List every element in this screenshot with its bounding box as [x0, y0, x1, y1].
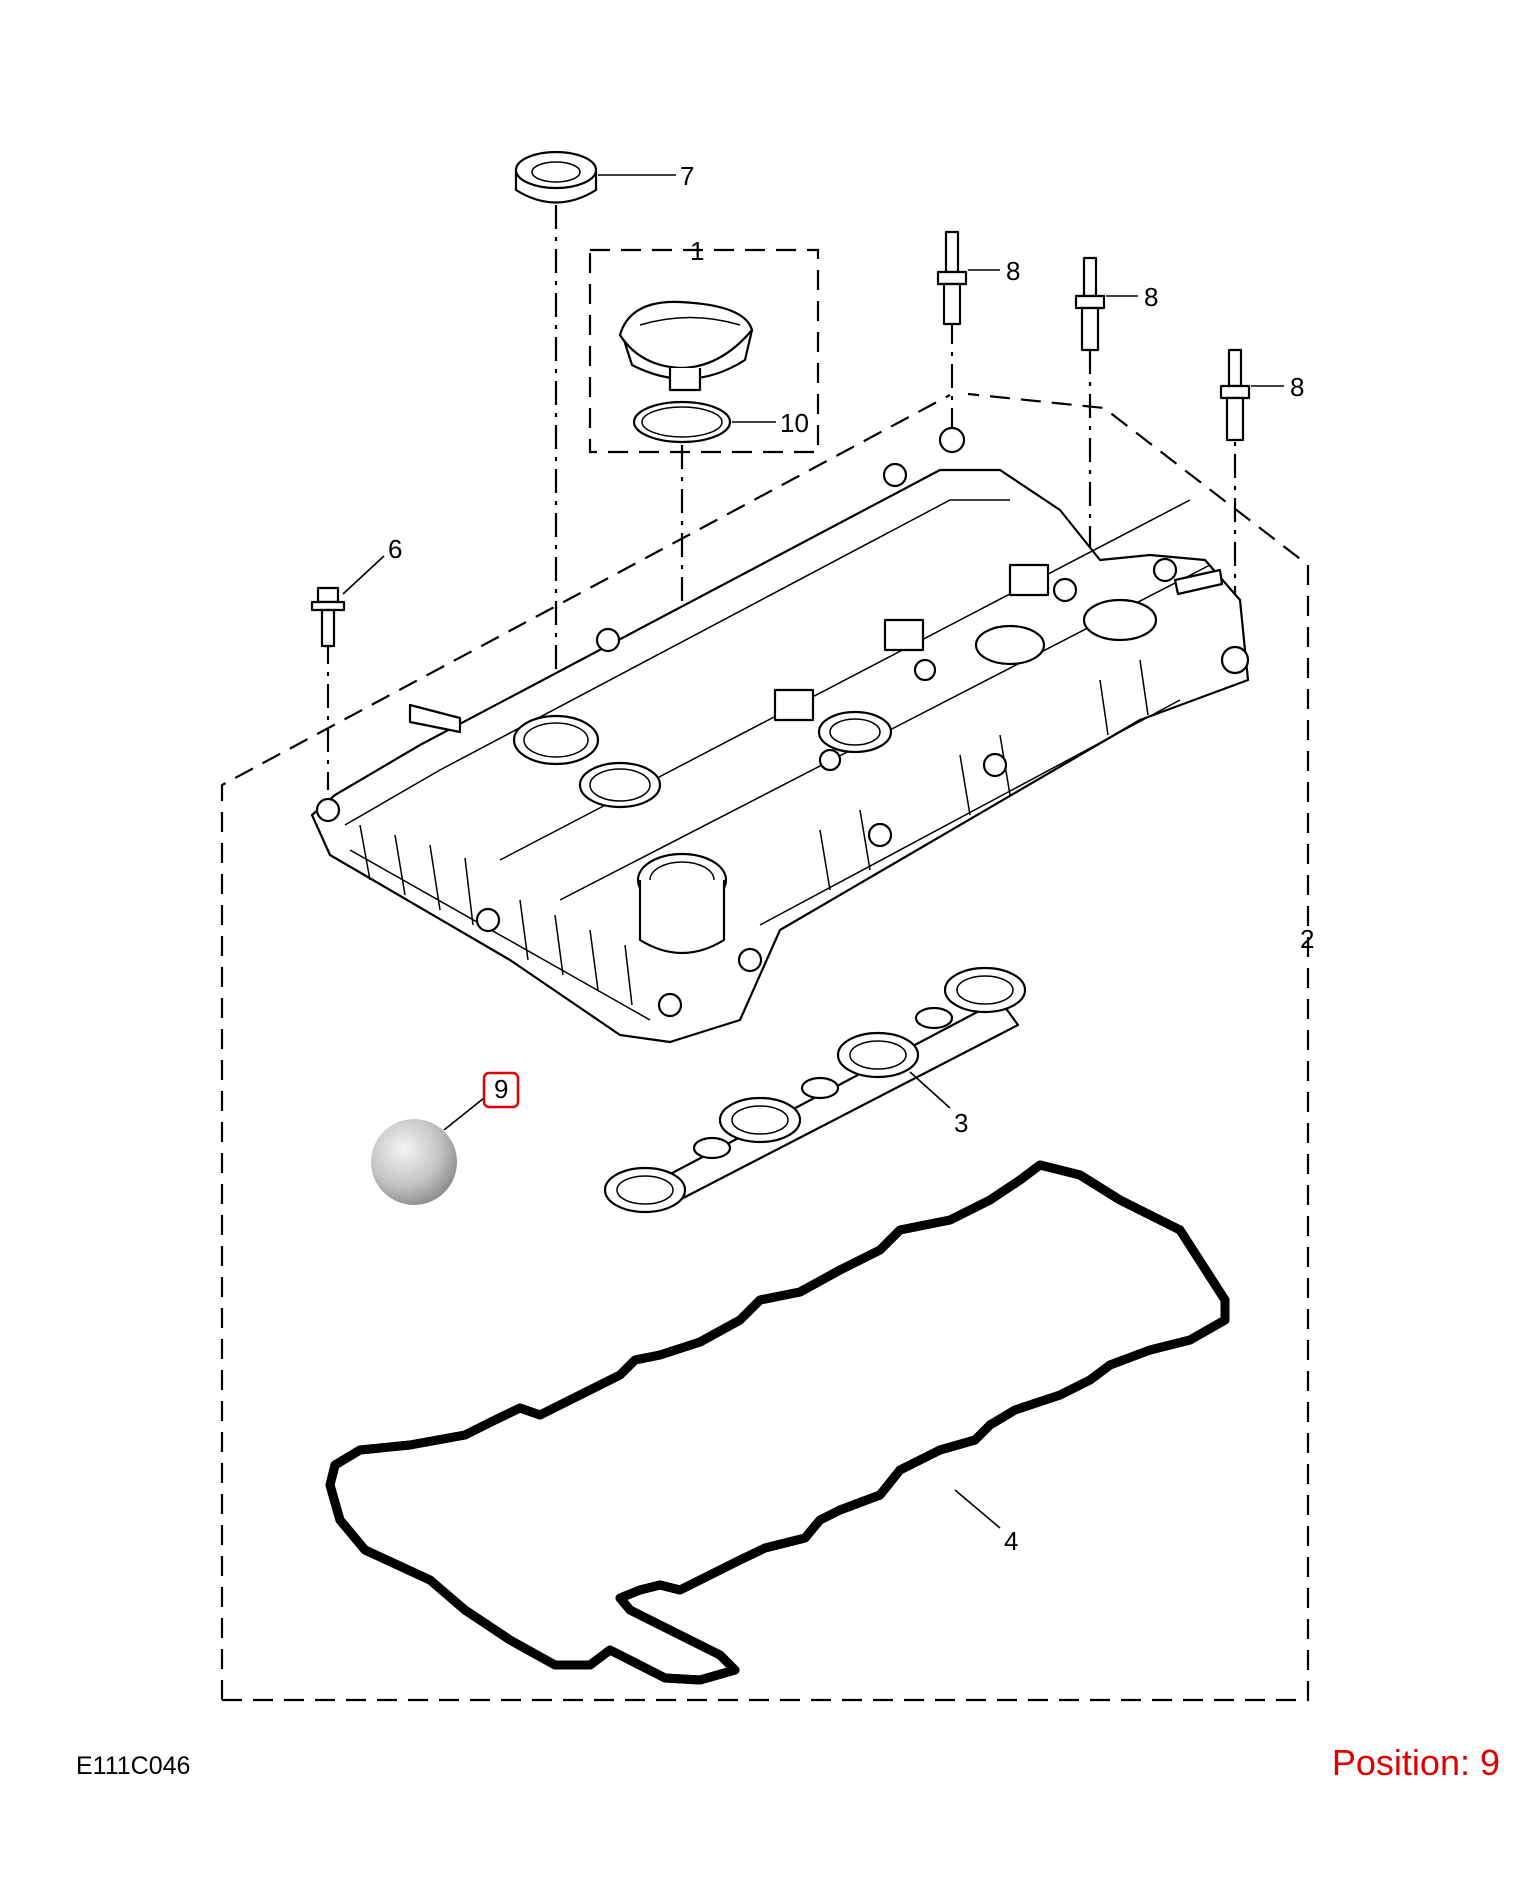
callout-8[interactable]: 8 [1290, 372, 1304, 402]
leader-lines [342, 174, 1284, 1529]
stud-icon[interactable] [1074, 256, 1106, 352]
bolt-icon[interactable] [310, 586, 346, 648]
selected-callout-highlight [482, 1071, 520, 1109]
callout-8[interactable]: 8 [1006, 256, 1020, 286]
callout-2[interactable]: 2 [1300, 924, 1314, 954]
callout-9[interactable]: 9 [494, 1074, 508, 1104]
assembly-boundary [220, 248, 1310, 1702]
cap-icon[interactable] [618, 300, 754, 392]
drawing-id: E111C046 [76, 1752, 191, 1780]
stud-icon[interactable] [1219, 348, 1251, 442]
bolt-bosses [315, 426, 1250, 1018]
callout-8[interactable]: 8 [1144, 282, 1158, 312]
callouts: 7 1 8 8 8 10 6 2 3 4 9 [388, 161, 1314, 1556]
grommet-icon[interactable] [514, 150, 598, 204]
callout-3[interactable]: 3 [954, 1108, 968, 1138]
sealant-icon[interactable] [371, 1119, 457, 1205]
plug-seal-icon[interactable] [603, 966, 1027, 1214]
stud-icon[interactable] [936, 230, 968, 326]
callout-7[interactable]: 7 [680, 161, 694, 191]
callout-6[interactable]: 6 [388, 534, 402, 564]
filler-cap-group-box [588, 248, 820, 454]
callout-4[interactable]: 4 [1004, 1526, 1018, 1556]
o-ring-icon[interactable] [632, 400, 732, 444]
callout-1[interactable]: 1 [690, 236, 704, 266]
callout-10[interactable]: 10 [780, 408, 809, 438]
position-label: Position: 9 [1331, 1742, 1500, 1783]
cam-cover-icon[interactable] [310, 426, 1250, 1044]
gasket-icon[interactable] [325, 1160, 1230, 1685]
